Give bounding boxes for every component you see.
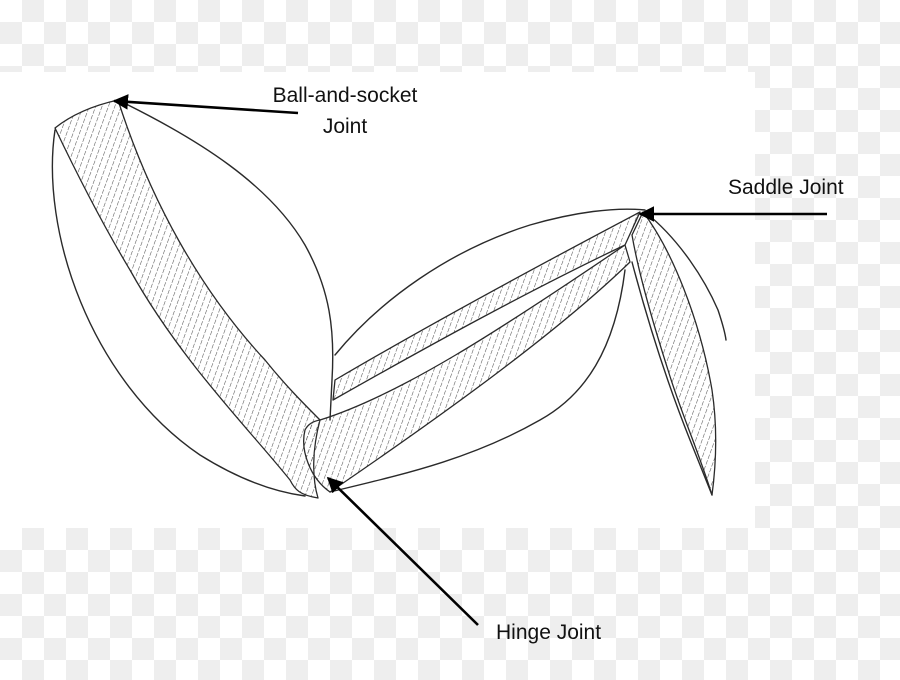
label-ball-and-socket-joint: Ball-and-socket Joint: [255, 80, 435, 142]
arrow-ball-and-socket: [112, 94, 299, 115]
arrow-hinge: [326, 476, 479, 626]
upper-bone-band: [54, 99, 321, 499]
middle-limb-upper-curve: [334, 208, 646, 356]
upper-limb-inner-curve: [117, 99, 334, 421]
upper-limb-outer-curve: [51, 129, 306, 497]
middle-limb-lower-curve: [329, 269, 626, 493]
hand-inner-curve: [631, 261, 713, 496]
label-ball-and-socket-line2: Joint: [322, 115, 368, 138]
label-hinge-joint: Hinge Joint: [496, 621, 602, 644]
middle-bone-band: [303, 244, 631, 493]
label-ball-and-socket-line1: Ball-and-socket: [272, 84, 418, 107]
label-saddle-joint: Saddle Joint: [728, 176, 844, 199]
hand-outer-curve: [644, 211, 727, 341]
hand-bone-band: [631, 211, 717, 496]
